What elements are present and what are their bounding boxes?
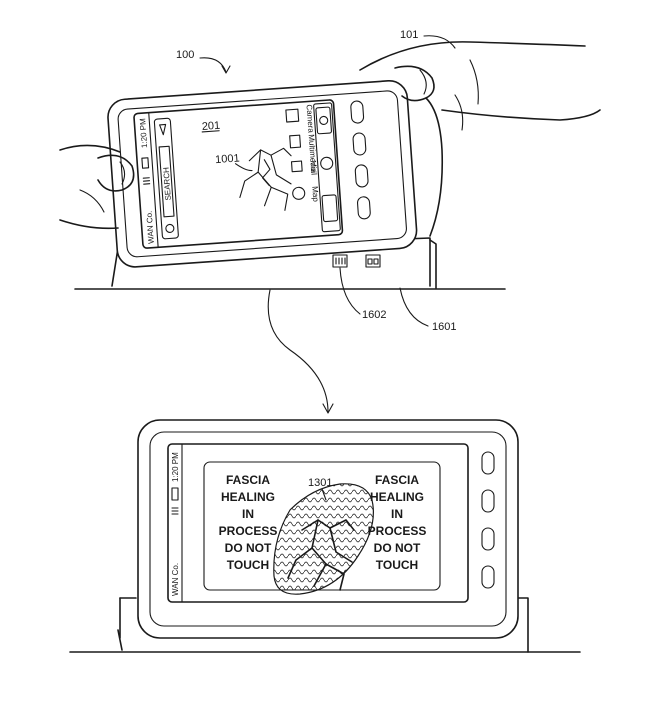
warning-left-line-5: DO NOT bbox=[225, 541, 272, 555]
ref-101: 101 bbox=[400, 29, 418, 41]
ref-1601: 1601 bbox=[432, 321, 456, 333]
phone-top: WAN Co. 1:20 PM SEARCH 201 Camera Multim… bbox=[107, 80, 418, 268]
app-label-mail: Mail bbox=[308, 160, 318, 175]
ref-100: 100 bbox=[176, 49, 194, 61]
mail-app-icon[interactable] bbox=[290, 160, 303, 173]
hw-button-b3[interactable] bbox=[481, 527, 495, 551]
left-hand bbox=[59, 144, 135, 230]
dock-connector-2 bbox=[365, 254, 381, 268]
hw-button-3[interactable] bbox=[354, 164, 369, 188]
carrier-label-top: WAN Co. bbox=[145, 210, 156, 244]
battery-icon-bottom bbox=[171, 487, 179, 501]
warning-overlay bbox=[203, 461, 441, 591]
warning-left-line-6: TOUCH bbox=[227, 558, 269, 572]
hw-button-4[interactable] bbox=[356, 196, 371, 220]
mic-icon bbox=[159, 123, 167, 136]
screen-bottom bbox=[167, 443, 469, 603]
carrier-label-bottom: WAN Co. bbox=[171, 563, 180, 596]
status-bar-top bbox=[148, 112, 159, 248]
warning-right-line-4: PROCESS bbox=[368, 524, 427, 538]
anatomy-figure-top bbox=[239, 147, 292, 211]
warning-left-line-1: FASCIA bbox=[226, 473, 270, 487]
time-label-bottom: 1:20 PM bbox=[171, 452, 180, 482]
healing-region-1301 bbox=[273, 483, 374, 595]
phone-button[interactable] bbox=[321, 194, 339, 223]
home-button[interactable] bbox=[320, 156, 334, 170]
ref-1602: 1602 bbox=[362, 309, 386, 321]
dock-connector-1602 bbox=[332, 254, 348, 268]
warning-text-right: FASCIA HEALING IN PROCESS DO NOT TOUCH bbox=[368, 473, 427, 572]
warning-left-line-4: PROCESS bbox=[219, 524, 278, 538]
warning-text-left: FASCIA HEALING IN PROCESS DO NOT TOUCH bbox=[219, 473, 278, 572]
anatomy-figure-bottom bbox=[287, 519, 355, 591]
camera-app-icon[interactable] bbox=[285, 108, 300, 123]
search-bar bbox=[153, 117, 179, 240]
dock-bottom bbox=[69, 597, 581, 653]
hw-button-2[interactable] bbox=[352, 132, 367, 156]
hw-button-b1[interactable] bbox=[481, 451, 495, 475]
app-label-multimedia: Multimedia bbox=[307, 134, 319, 174]
ref-1301: 1301 bbox=[308, 477, 332, 489]
transition-arrow bbox=[267, 289, 334, 414]
time-label-top: 1:20 PM bbox=[138, 118, 149, 149]
search-input[interactable] bbox=[158, 145, 175, 218]
warning-left-line-2: HEALING bbox=[221, 490, 275, 504]
warning-right-line-6: TOUCH bbox=[376, 558, 418, 572]
hw-button-b4[interactable] bbox=[481, 565, 495, 589]
signal-icon bbox=[142, 177, 151, 185]
multimedia-app-icon[interactable] bbox=[289, 134, 302, 149]
battery-icon bbox=[141, 157, 150, 169]
warning-right-line-2: HEALING bbox=[370, 490, 424, 504]
app-icons bbox=[285, 108, 306, 200]
warning-right-line-5: DO NOT bbox=[374, 541, 421, 555]
ref-1001: 1001 bbox=[215, 152, 240, 166]
hw-button-1[interactable] bbox=[350, 100, 365, 124]
warning-right-line-1: FASCIA bbox=[375, 473, 419, 487]
search-label: SEARCH bbox=[162, 167, 173, 201]
app-label-map: Map bbox=[310, 186, 320, 203]
warning-left-line-3: IN bbox=[242, 507, 254, 521]
contact-button[interactable] bbox=[315, 106, 333, 135]
hw-button-b2[interactable] bbox=[481, 489, 495, 513]
ref-201: 201 bbox=[201, 120, 220, 133]
warning-right-line-3: IN bbox=[391, 507, 403, 521]
app-label-camera: Camera bbox=[305, 104, 316, 134]
signal-icon-bottom bbox=[171, 507, 179, 515]
map-app-icon[interactable] bbox=[292, 186, 306, 200]
search-icon bbox=[165, 223, 175, 233]
right-panel bbox=[313, 102, 341, 233]
phone-bottom: WAN Co. 1:20 PM FASCIA HEALING IN PROCES… bbox=[137, 419, 519, 639]
screen-top bbox=[133, 99, 344, 249]
right-hand bbox=[359, 41, 601, 237]
